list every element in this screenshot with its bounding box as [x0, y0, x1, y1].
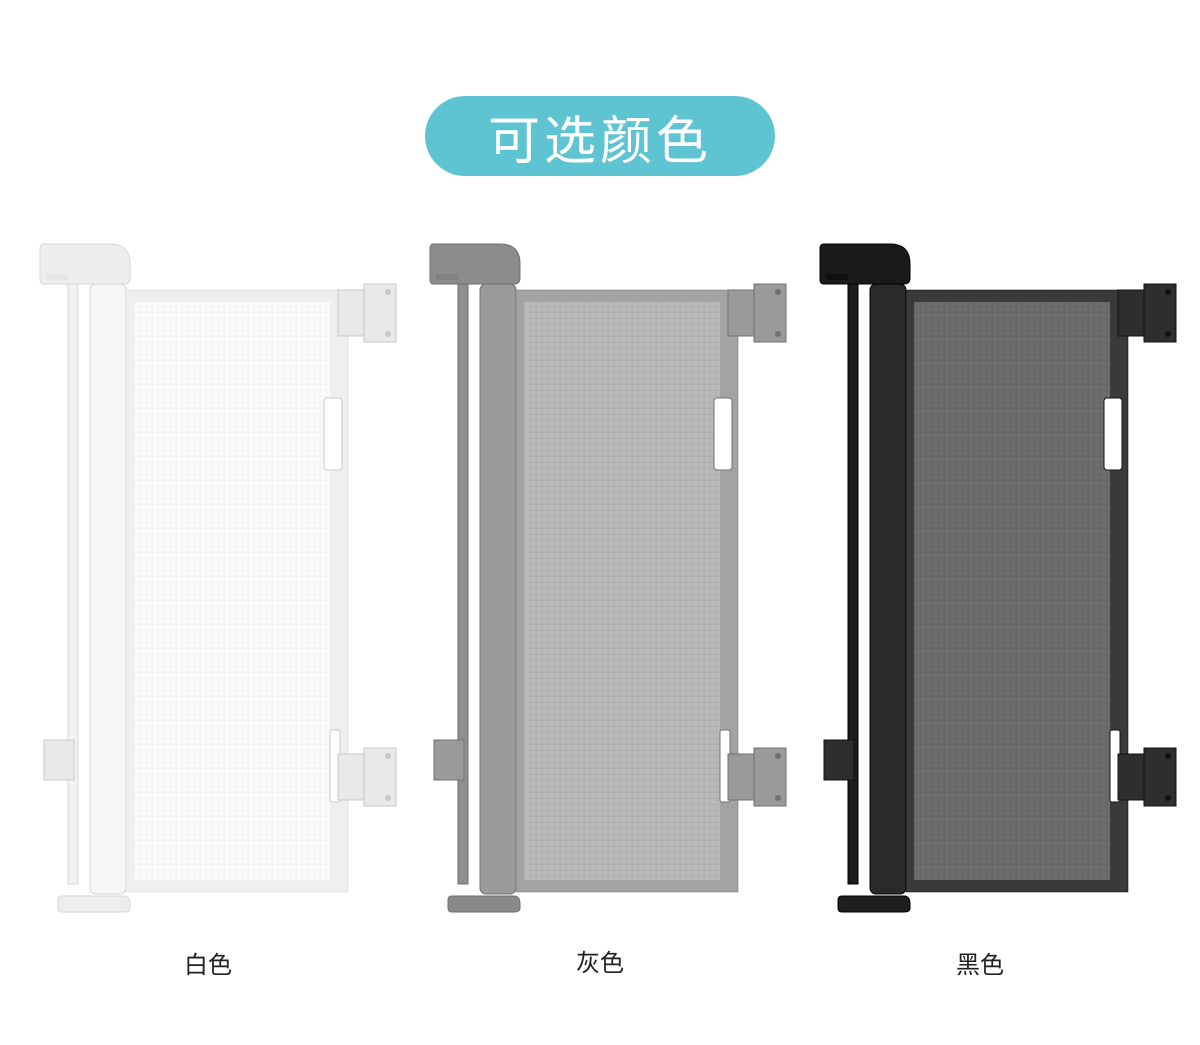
title-badge: 可选颜色 — [425, 96, 775, 176]
color-label-black[interactable]: 黑色 — [956, 951, 1004, 979]
color-label-white[interactable]: 白色 — [184, 951, 232, 979]
color-label-gray[interactable]: 灰色 — [576, 949, 624, 977]
gate-gray-image — [428, 240, 798, 920]
page-title: 可选颜色 — [487, 111, 712, 172]
gate-white-image — [38, 240, 408, 920]
gate-black-image — [818, 240, 1188, 920]
